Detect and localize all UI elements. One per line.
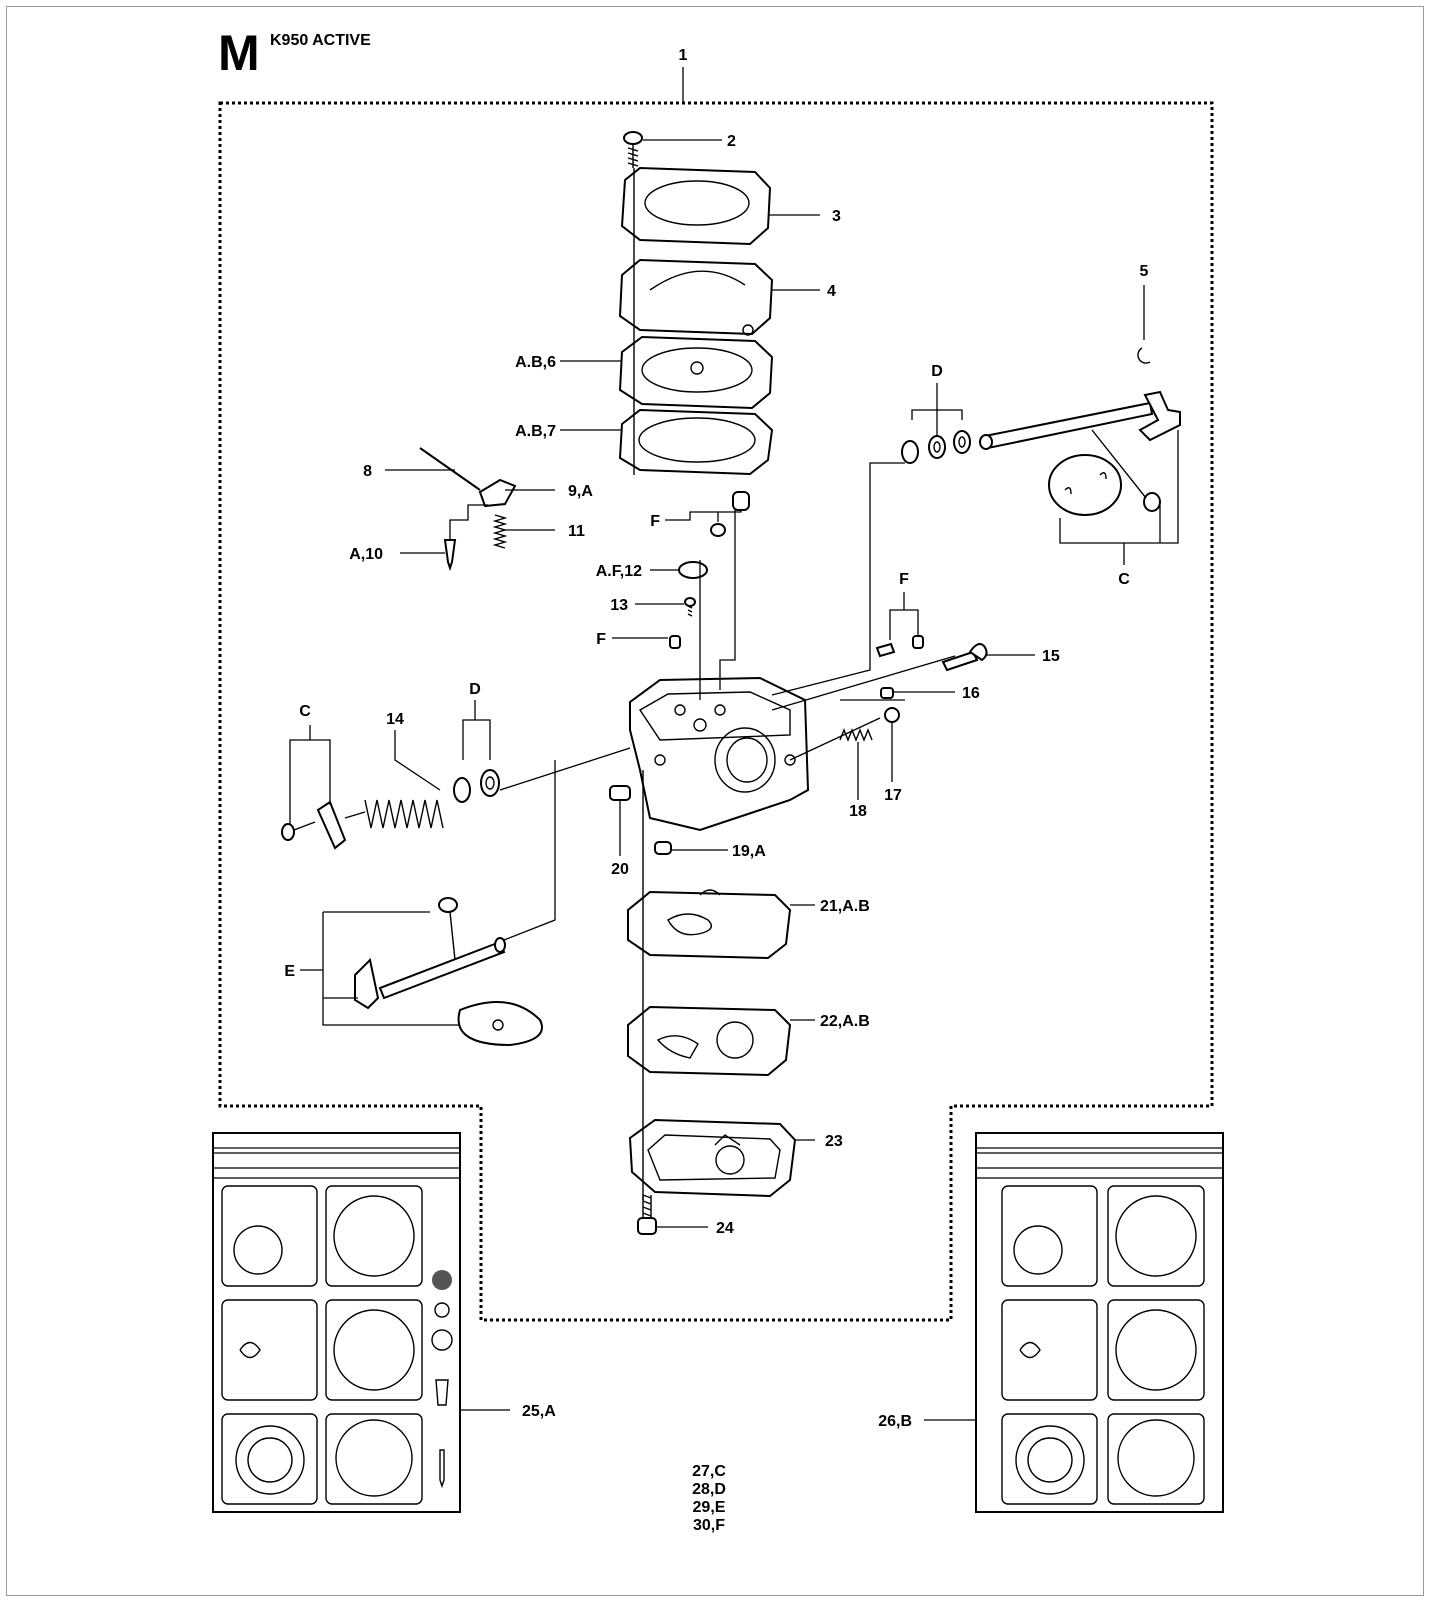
callout-13: 13	[610, 597, 628, 614]
callout-21: 21,A.B	[820, 898, 870, 915]
part-screw-24	[637, 1194, 708, 1235]
part-gasket-7	[560, 408, 774, 476]
kit-list-item: 29,E	[693, 1499, 726, 1516]
part-spring-14	[344, 730, 444, 829]
part-screw-13	[635, 597, 696, 617]
callout-12: A.F,12	[596, 563, 642, 580]
part-diaphragm-4	[618, 258, 820, 336]
part-choke-shaft	[979, 390, 1181, 450]
callout-7: A.B,7	[515, 423, 556, 440]
part-plug-f-top	[665, 491, 750, 537]
part-fittings-f-right	[875, 592, 924, 658]
part-spring-18	[839, 728, 873, 800]
callout-8: 8	[363, 463, 372, 480]
callout-20: 20	[611, 861, 629, 878]
part-ball-17	[884, 707, 900, 782]
part-spring-11	[492, 514, 555, 549]
callout-18: 18	[849, 803, 867, 820]
callout-16: 16	[962, 685, 980, 702]
part-throttle-screw-c	[281, 725, 347, 850]
callout-f-right: F	[899, 571, 909, 588]
kit-list-item: 28,D	[692, 1481, 726, 1498]
kit-list-item: 27,C	[692, 1463, 726, 1480]
part-gasket-21	[627, 889, 815, 960]
part-fitting-f-left	[612, 635, 681, 649]
part-choke-plate	[1048, 429, 1179, 565]
callout-25: 25,A	[522, 1403, 556, 1420]
part-ring-12	[650, 561, 708, 579]
callout-d-left: D	[469, 681, 481, 698]
callout-c-left: C	[299, 703, 311, 720]
callout-23: 23	[825, 1133, 843, 1150]
part-carburettor-body	[609, 676, 810, 832]
part-throttle-shaft-e	[300, 760, 556, 1047]
assembly-boundary	[218, 101, 1214, 1322]
callout-10: A,10	[349, 546, 383, 563]
part-needle-10	[400, 504, 488, 572]
part-plug-19	[654, 841, 728, 855]
part-screw-2	[623, 131, 722, 168]
part-washers-d-left	[453, 700, 500, 803]
callout-2: 2	[727, 133, 736, 150]
kit-package-25	[212, 1132, 510, 1513]
callout-9: 9,A	[568, 483, 593, 500]
callout-15: 15	[1042, 648, 1060, 665]
part-plug-16	[880, 687, 955, 699]
part-cover-23	[628, 1118, 815, 1198]
part-screw-15	[941, 643, 1035, 672]
page-frame	[6, 6, 1424, 1596]
callout-24: 24	[716, 1220, 734, 1237]
model-title: K950 ACTIVE	[270, 32, 371, 49]
callout-11: 11	[568, 523, 585, 540]
callout-14: 14	[386, 711, 404, 728]
part-pin-8	[385, 447, 481, 491]
callout-19: 19,A	[732, 843, 766, 860]
callout-26: 26,B	[878, 1413, 912, 1430]
part-circlip-5	[1137, 285, 1151, 364]
callout-17: 17	[884, 787, 902, 804]
part-choke-washers-d	[901, 383, 971, 464]
callout-f-top: F	[650, 513, 660, 530]
callout-22: 22,A.B	[820, 1013, 870, 1030]
callout-c-right: C	[1118, 571, 1130, 588]
callout-1: 1	[679, 47, 688, 64]
callout-6: A.B,6	[515, 354, 556, 371]
part-cover-3	[620, 166, 820, 246]
callout-f-left: F	[596, 631, 606, 648]
callout-e: E	[284, 963, 295, 980]
kit-package-26	[924, 1132, 1224, 1513]
part-diaphragm-6	[560, 335, 774, 410]
callout-3: 3	[832, 208, 841, 225]
callout-4: 4	[827, 283, 836, 300]
part-lever-9	[478, 478, 555, 508]
kit-list-item: 30,F	[693, 1517, 725, 1534]
kit-list: 27,C 28,D 29,E 30,F	[692, 1463, 726, 1534]
part-gasket-22	[627, 1005, 815, 1077]
callout-d-top: D	[931, 363, 943, 380]
callout-labels: 1 2 3 4 5 A.B,6 A.B,7 8 9,A A,10 11 A.F,…	[284, 47, 1148, 1430]
section-letter: M	[218, 25, 260, 81]
callout-5: 5	[1140, 263, 1149, 280]
